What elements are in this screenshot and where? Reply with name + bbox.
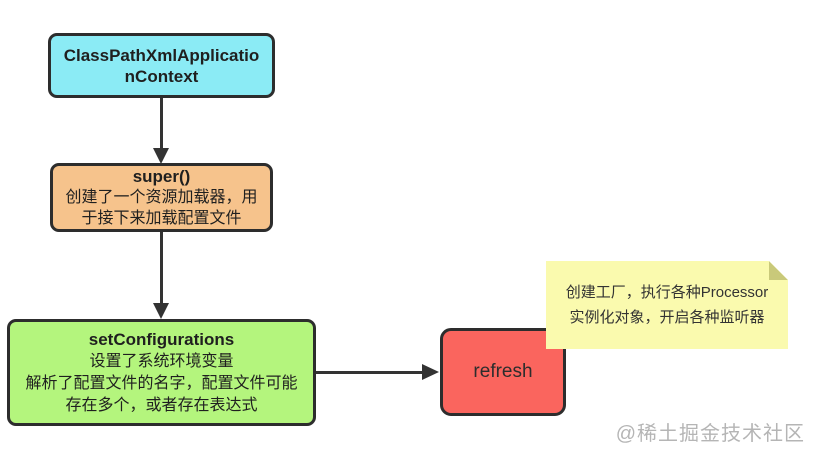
node-title: super() [132,167,191,186]
node-setconfigurations: setConfigurations 设置了系统环境变量 解析了配置文件的名字，配… [7,319,316,426]
arrow-line [316,371,423,374]
node-label-line: refresh [473,361,533,382]
node-label-line: 解析了配置文件的名字，配置文件可能 [25,374,298,392]
node-label-line: 创建了一个资源加载器，用 [65,189,258,206]
node-title: setConfigurations [88,329,235,349]
sticky-note: 创建工厂，执行各种Processor 实例化对象，开启各种监听器 [546,261,788,349]
node-super: super() 创建了一个资源加载器，用 于接下来加载配置文件 [50,163,273,232]
node-refresh: refresh [440,328,566,416]
arrowhead-down-icon [153,303,169,319]
arrow-line [160,98,163,150]
arrowhead-down-icon [153,148,169,164]
node-label-line: 设置了系统环境变量 [89,352,234,370]
arrowhead-right-icon [422,364,439,380]
node-label-line: 存在多个，或者存在表达式 [65,396,258,414]
node-label-line: nContext [124,66,199,86]
arrow-line [160,232,163,304]
watermark: @稀土掘金技术社区 [615,423,805,445]
node-label-line: ClassPathXmlApplicatio [63,45,260,65]
note-fold-corner-icon [769,261,788,280]
node-classpathxmlapplicationcontext: ClassPathXmlApplicatio nContext [48,33,275,98]
note-text-line: 创建工厂，执行各种Processor [565,284,769,301]
node-label-line: 于接下来加载配置文件 [81,210,242,227]
note-text-line: 实例化对象，开启各种监听器 [569,309,765,326]
